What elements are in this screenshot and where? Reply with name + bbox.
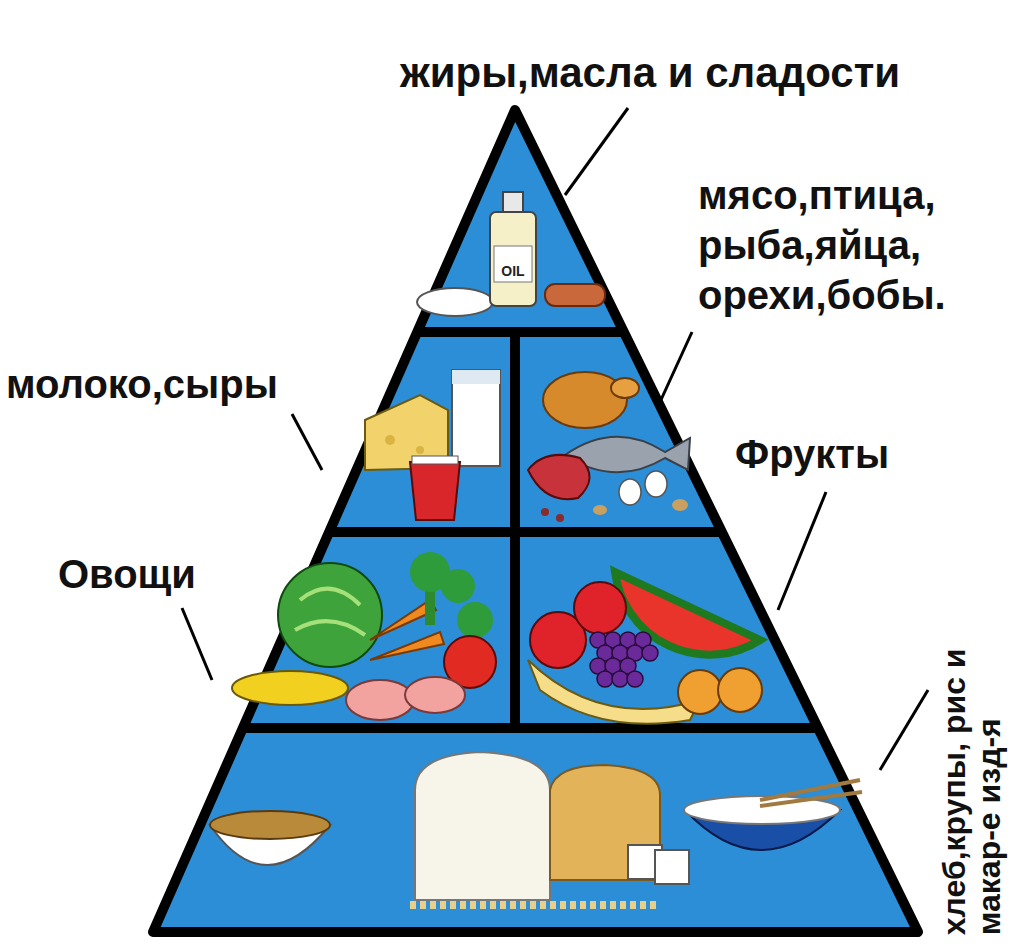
band-dividers bbox=[0, 332, 1024, 728]
group-label: жиры,масла и сладости bbox=[330, 50, 970, 96]
group-label: мясо,птица, рыба,яйца, орехи,бобы. bbox=[698, 170, 1016, 320]
group-label: Фрукты bbox=[735, 432, 915, 476]
vegetables-picture bbox=[232, 552, 496, 720]
dairy-picture bbox=[365, 370, 500, 520]
protein-picture bbox=[528, 372, 690, 522]
fats-sweets-picture bbox=[417, 192, 605, 316]
grains-picture bbox=[210, 752, 862, 905]
fruits-picture bbox=[528, 572, 762, 724]
bottle-label: OIL bbox=[494, 264, 532, 279]
group-label: хлеб,крупы, рис и макар-е изд-я bbox=[937, 555, 1007, 935]
group-label: молоко,сыры bbox=[6, 362, 326, 406]
group-label: Овощи bbox=[58, 552, 228, 596]
